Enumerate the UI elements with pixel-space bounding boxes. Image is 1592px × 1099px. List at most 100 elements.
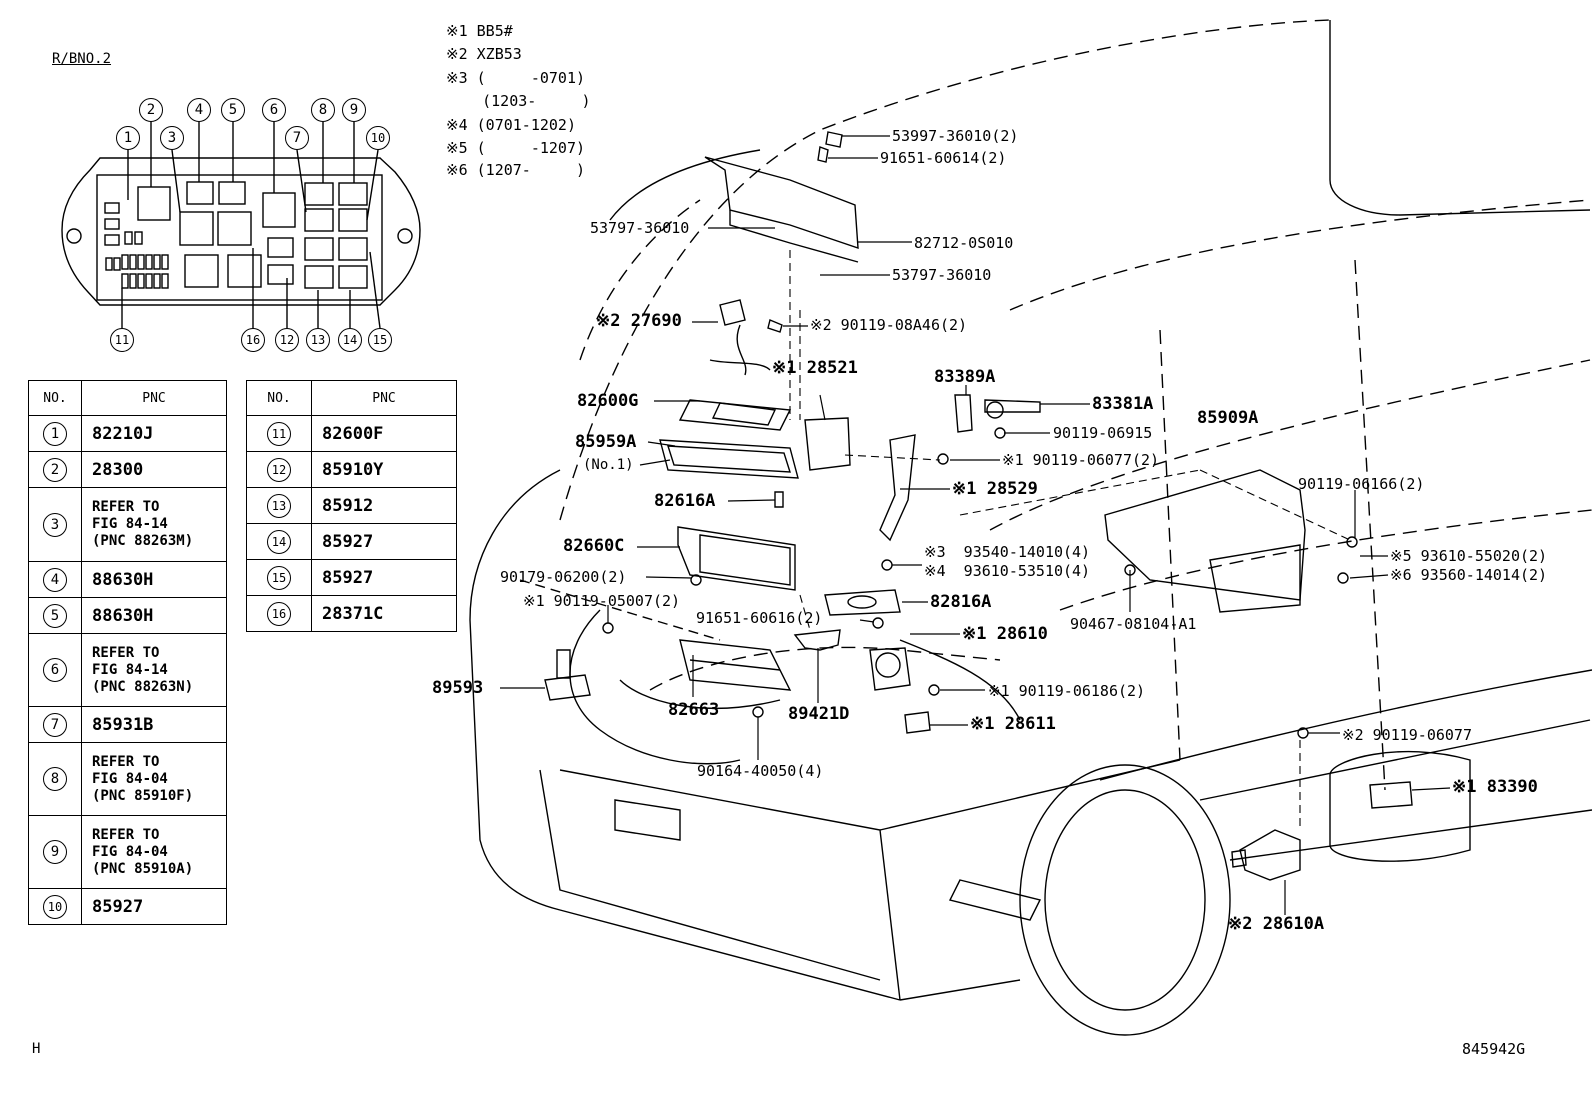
part-label: 89593 (432, 678, 484, 698)
leader-lines (500, 135, 1451, 915)
row-no: 10 (43, 894, 67, 919)
row-no: 15 (267, 565, 291, 590)
callout-4: 4 (187, 98, 211, 122)
row-pnc: 85912 (311, 487, 457, 524)
row-pnc: 85927 (81, 888, 227, 925)
footer-left-code: H (32, 1041, 41, 1057)
row-pnc: 88630H (81, 597, 227, 634)
table-row: 14 85927 (246, 523, 457, 560)
note-line: ※5 ( -1207) (446, 139, 585, 157)
row-pnc-line: FIG 84-04 (92, 770, 168, 787)
pnc-table-right: NO. PNC 11 82600F 12 85910Y 13 85912 14 … (246, 380, 457, 632)
row-pnc: 28371C (311, 595, 457, 632)
part-label: 53797-36010 (892, 266, 992, 284)
row-pnc-line: FIG 84-14 (92, 516, 168, 532)
part-label: 90467-08104-A1 (1070, 615, 1197, 633)
part-label: ※1 90119-05007(2) (523, 592, 681, 610)
part-label: 89421D (788, 704, 850, 724)
part-label: (No.1) (583, 457, 634, 473)
row-no: 7 (43, 712, 67, 737)
dashed-guides (789, 250, 1351, 830)
callout-3: 3 (160, 126, 184, 150)
row-pnc-line: REFER TO (92, 644, 160, 661)
row-pnc: 85931B (81, 706, 227, 743)
callout-1: 1 (116, 126, 140, 150)
callout-10: 10 (366, 126, 390, 150)
row-no: 9 (43, 840, 67, 864)
part-label: ※1 90119-06077(2) (1002, 451, 1160, 469)
table-row: 15 85927 (246, 559, 457, 596)
part-label: 83381A (1092, 394, 1154, 414)
part-label: ※1 28610 (962, 624, 1048, 644)
row-no: 5 (43, 603, 67, 628)
row-pnc-line: REFER TO (92, 499, 160, 515)
row-pnc-line: (PNC 88263M) (92, 533, 194, 549)
row-pnc-line: (PNC 85910F) (92, 787, 194, 804)
part-label: 82600G (577, 391, 639, 411)
pnc-table-left: NO. PNC 1 82210J 2 28300 3 REFER TO FIG … (28, 380, 227, 925)
note-line: ※3 ( -0701) (446, 69, 585, 87)
part-label: ※1 28521 (772, 358, 858, 378)
row-pnc-line: REFER TO (92, 753, 160, 770)
part-label: 91651-60614(2) (880, 149, 1007, 167)
part-label: ※6 93560-14014(2) (1390, 566, 1548, 584)
row-pnc-line: REFER TO (92, 826, 160, 843)
part-label: 85959A (575, 432, 637, 452)
row-no: 11 (267, 421, 291, 446)
note-line: ※2 XZB53 (446, 45, 522, 63)
callout-15: 15 (368, 328, 392, 352)
row-pnc: 28300 (81, 451, 227, 488)
callout-2: 2 (139, 98, 163, 122)
table-row: 7 85931B (28, 706, 227, 743)
part-label: 85909A (1197, 408, 1259, 428)
part-label: ※5 93610-55020(2) (1390, 547, 1548, 565)
part-label: 90164-40050(4) (697, 762, 824, 780)
part-label: ※1 28611 (970, 714, 1056, 734)
callout-16: 16 (241, 328, 265, 352)
table-row: 5 88630H (28, 597, 227, 634)
row-no: 6 (43, 658, 67, 682)
row-no: 4 (43, 567, 67, 592)
part-label: ※3 93540-14010(4) (924, 543, 1091, 561)
callout-7: 7 (285, 126, 309, 150)
row-pnc: 85927 (311, 523, 457, 560)
header-no: NO. (246, 380, 312, 416)
row-no: 3 (43, 512, 67, 537)
part-label: 82663 (668, 700, 720, 720)
table-row: 3 REFER TO FIG 84-14 (PNC 88263M) (28, 487, 227, 562)
row-pnc: 88630H (81, 561, 227, 598)
callout-11: 11 (110, 328, 134, 352)
callout-9: 9 (342, 98, 366, 122)
row-pnc-line: (PNC 85910A) (92, 860, 194, 877)
table-row: 8 REFER TO FIG 84-04 (PNC 85910F) (28, 742, 227, 816)
header-pnc: PNC (81, 380, 227, 416)
header-no: NO. (28, 380, 82, 416)
callout-12: 12 (275, 328, 299, 352)
table-row: 16 28371C (246, 595, 457, 632)
callout-6: 6 (262, 98, 286, 122)
row-pnc-line: FIG 84-14 (92, 661, 168, 678)
callout-5: 5 (221, 98, 245, 122)
table-row: 11 82600F (246, 415, 457, 452)
row-no: 2 (43, 457, 67, 482)
fuse-box-title: R/BNO.2 (52, 51, 112, 67)
row-pnc-line: FIG 84-04 (92, 843, 168, 860)
table-header: NO. PNC (246, 380, 457, 416)
table-row: 13 85912 (246, 487, 457, 524)
part-label: ※2 28610A (1228, 914, 1325, 934)
row-pnc: 85910Y (311, 451, 457, 488)
table-row: 2 28300 (28, 451, 227, 488)
table-row: 9 REFER TO FIG 84-04 (PNC 85910A) (28, 815, 227, 889)
part-label: 90179-06200(2) (500, 568, 627, 586)
part-label: ※1 90119-06186(2) (988, 682, 1146, 700)
part-label: 90119-06166(2) (1298, 475, 1425, 493)
part-label: 90119-06915 (1053, 424, 1153, 442)
part-label: ※4 93610-53510(4) (924, 562, 1091, 580)
part-label: 91651-60616(2) (696, 609, 823, 627)
note-line: ※1 BB5# (446, 22, 513, 40)
diagram-id: 845942G (1462, 1040, 1526, 1058)
header-pnc: PNC (311, 380, 457, 416)
table-row: 1 82210J (28, 415, 227, 452)
part-label: 82660C (563, 536, 625, 556)
table-row: 12 85910Y (246, 451, 457, 488)
